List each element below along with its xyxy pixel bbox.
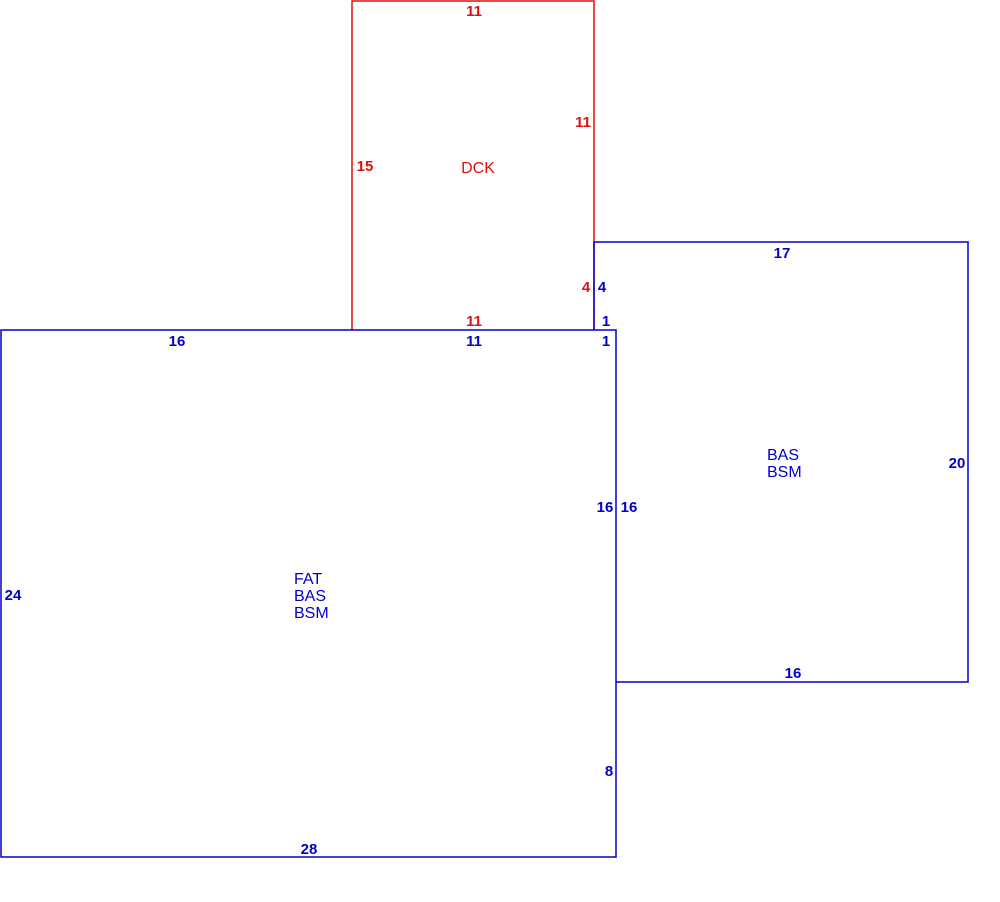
main-area-code: BSM xyxy=(294,605,329,622)
main-right-lower-dimension: 8 xyxy=(605,763,613,780)
main-top-middle-dimension: 11 xyxy=(466,333,482,350)
main-area-code: FAT xyxy=(294,571,322,588)
deck-step-dimension: 4 xyxy=(582,279,591,296)
wing-area-code: BSM xyxy=(767,464,802,481)
deck-top-dimension: 11 xyxy=(466,3,482,20)
main-top-right-dimension: 1 xyxy=(602,333,610,350)
wing-top-dimension: 17 xyxy=(774,245,791,262)
deck-right-dimension: 11 xyxy=(575,114,591,131)
wing-right-dimension: 20 xyxy=(949,455,966,472)
deck-bottom-dimension: 11 xyxy=(466,313,482,330)
main-area-code: BAS xyxy=(294,588,326,605)
main-left-dimension: 24 xyxy=(5,587,22,604)
main-section-outline xyxy=(0,329,617,858)
main-bottom-dimension: 28 xyxy=(301,841,318,858)
right-wing-outline xyxy=(593,241,969,683)
wing-step-lower-dimension: 1 xyxy=(602,313,610,330)
wing-bottom-dimension: 16 xyxy=(785,665,802,682)
main-right-upper-dimension: 16 xyxy=(597,499,614,516)
deck-left-dimension: 15 xyxy=(357,158,374,175)
wing-left-dimension: 16 xyxy=(621,499,638,516)
wing-area-code: BAS xyxy=(767,447,799,464)
wing-step-upper-dimension: 4 xyxy=(598,279,607,296)
main-top-left-dimension: 16 xyxy=(169,333,186,350)
deck-outline xyxy=(351,0,595,330)
deck-area-code: DCK xyxy=(461,160,495,177)
